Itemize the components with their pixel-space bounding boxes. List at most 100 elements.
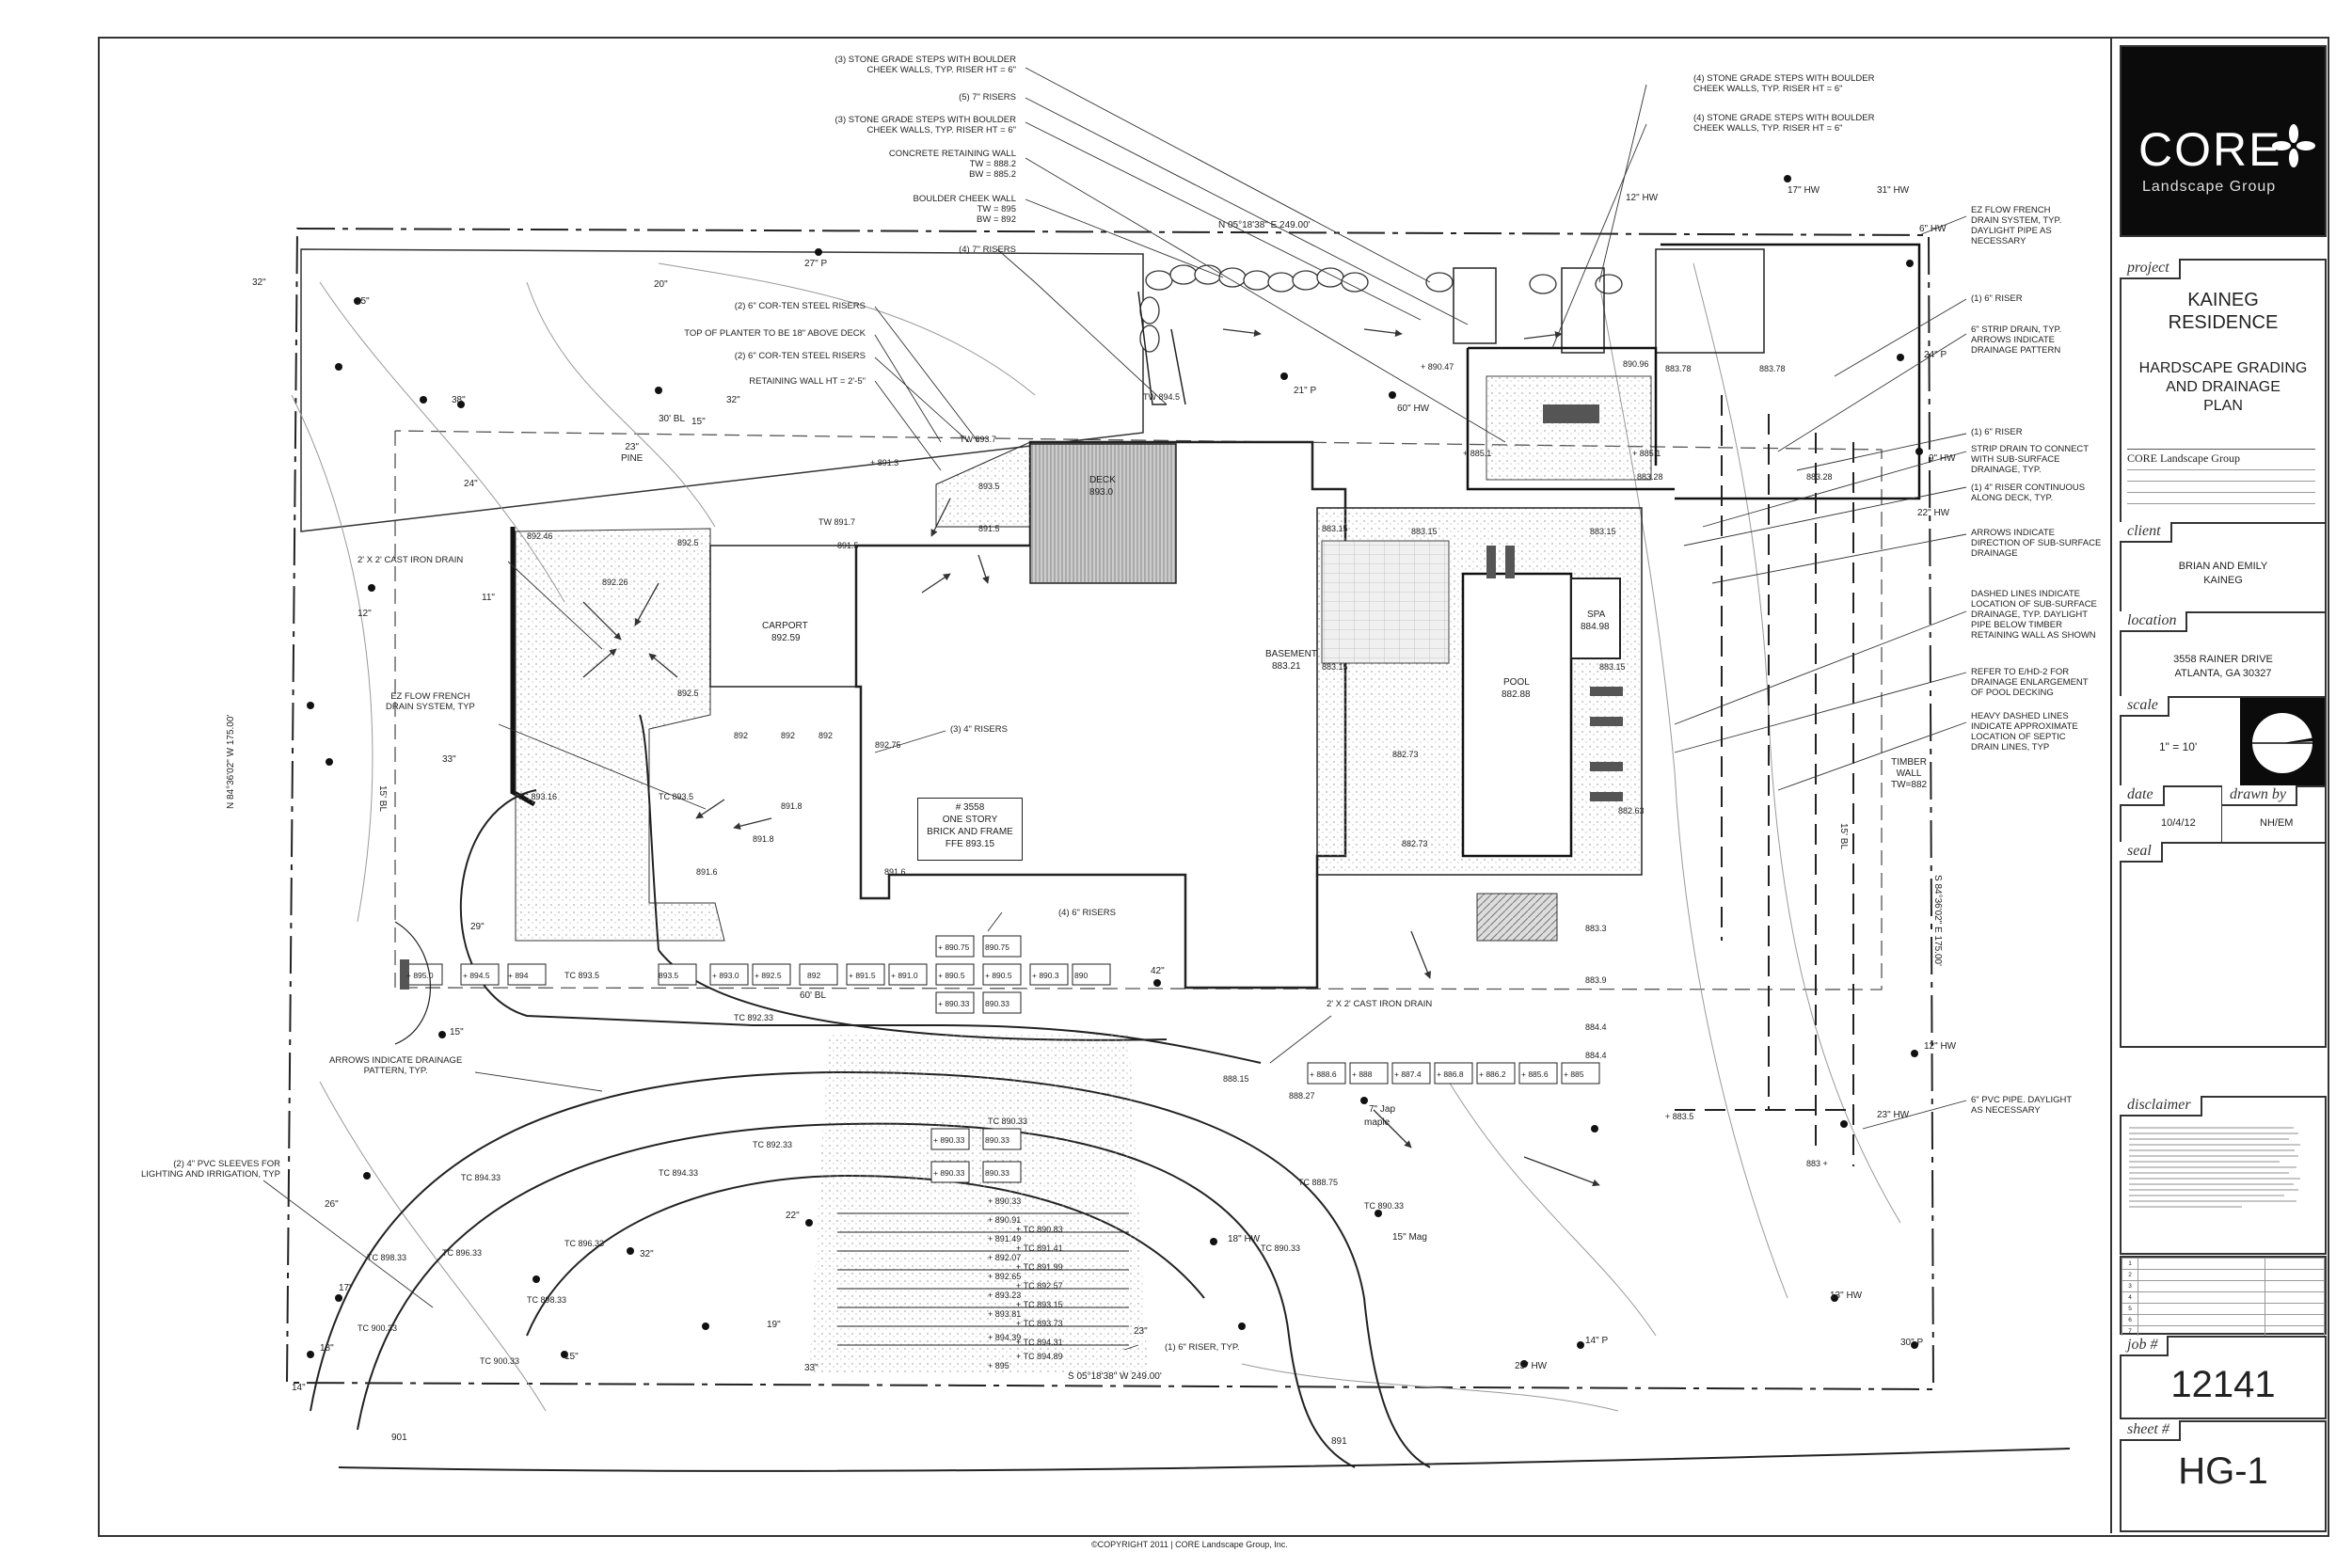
revision-date — [2265, 1303, 2325, 1315]
basement-label: BASEMENT — [1265, 649, 1318, 659]
upper-steps — [1137, 248, 1765, 405]
svg-text:TW 894.5: TW 894.5 — [1143, 392, 1180, 402]
revision-row: 7 — [2122, 1325, 2325, 1338]
svg-text:15" Mag: 15" Mag — [1392, 1232, 1427, 1243]
svg-text:TC 892.33: TC 892.33 — [753, 1140, 792, 1149]
svg-text:892: 892 — [818, 731, 833, 740]
svg-text:+ 893.81: + 893.81 — [988, 1309, 1021, 1319]
svg-text:890.75: 890.75 — [985, 942, 1009, 952]
svg-text:883.3: 883.3 — [1585, 924, 1607, 933]
svg-text:892: 892 — [807, 971, 820, 980]
svg-text:25" HW: 25" HW — [1515, 1361, 1548, 1371]
svg-text:+ 890.91: + 890.91 — [988, 1215, 1021, 1225]
svg-text:15": 15" — [356, 296, 370, 307]
logo-subtitle: Landscape Group — [2142, 179, 2277, 195]
callout-6in-riser-1: (1) 6" RISER — [1971, 293, 2023, 304]
pine-label: 23" PINE — [621, 442, 644, 464]
driveway-paving — [809, 1035, 1148, 1373]
svg-text:883.78: 883.78 — [1665, 364, 1692, 373]
svg-text:24": 24" — [464, 479, 478, 489]
setback-15w: 15' BL — [377, 785, 388, 813]
sheet-panel: sheet # HG-1 — [2120, 1420, 2327, 1532]
client-panel: client BRIAN AND EMILY KAINEG — [2120, 522, 2327, 620]
job-number: 12141 — [2170, 1364, 2276, 1405]
svg-text:882.73: 882.73 — [1402, 839, 1428, 848]
svg-text:+ 891.49: + 891.49 — [988, 1234, 1021, 1243]
svg-text:TC 898.33: TC 898.33 — [367, 1253, 406, 1262]
revision-row: 5 — [2122, 1303, 2325, 1315]
svg-text:+ 890.75: + 890.75 — [938, 942, 970, 952]
svg-text:60" HW: 60" HW — [1397, 404, 1430, 414]
upper-lawn-outline — [300, 248, 1144, 532]
svg-text:+ 890.33: + 890.33 — [933, 1168, 965, 1178]
septic-drain-lines — [1675, 395, 1854, 1166]
svg-text:15": 15" — [564, 1352, 579, 1362]
boulder-wall — [1139, 264, 1623, 353]
plan-title: HARDSCAPE GRADING AND DRAINAGE PLAN — [2138, 360, 2308, 414]
drawn-value: NH/EM — [2260, 817, 2294, 829]
callout-dashed-lines: DASHED LINES INDICATE LOCATION OF SUB-SU… — [1971, 589, 2097, 641]
svg-text:TC 893.5: TC 893.5 — [659, 792, 693, 801]
callout-concrete-wall: CONCRETE RETAINING WALL TW = 888.2 BW = … — [888, 149, 1016, 180]
svg-text:+ 890.3: + 890.3 — [1032, 971, 1059, 980]
svg-text:42": 42" — [1151, 966, 1165, 976]
spa-elevation: 884.98 — [1581, 622, 1610, 632]
svg-text:TC 894.33: TC 894.33 — [659, 1168, 698, 1178]
svg-text:6" HW: 6" HW — [1919, 224, 1947, 234]
svg-text:+ 891.5: + 891.5 — [849, 971, 876, 980]
spa-label: SPA — [1587, 610, 1606, 620]
svg-text:883.15: 883.15 — [1322, 662, 1348, 672]
svg-text:891.5: 891.5 — [837, 541, 859, 550]
svg-text:892.75: 892.75 — [875, 740, 901, 750]
svg-text:892: 892 — [781, 731, 795, 740]
callout-retaining-wall: RETAINING WALL HT = 2'-5" — [749, 376, 866, 387]
scale-value: 1" = 10' — [2159, 740, 2198, 753]
svg-text:892.46: 892.46 — [527, 531, 553, 541]
leader-lines — [262, 67, 1967, 1351]
svg-text:33": 33" — [442, 754, 456, 765]
disclaimer-fine-print — [2129, 1127, 2300, 1208]
svg-text:14": 14" — [292, 1383, 306, 1393]
svg-text:888.15: 888.15 — [1223, 1074, 1249, 1084]
revision-desc — [2137, 1314, 2265, 1326]
date-value: 10/4/12 — [2161, 817, 2196, 829]
svg-text:+ 885: + 885 — [1564, 1069, 1584, 1079]
timber-wall-label: TIMBER WALL TW=882 — [1891, 757, 1928, 790]
svg-text:890.33: 890.33 — [985, 1135, 1009, 1145]
callout-top-right-2: (4) STONE GRADE STEPS WITH BOULDER CHEEK… — [1693, 113, 1875, 134]
setback-60: 60' BL — [800, 990, 827, 1001]
pool-label: POOL — [1503, 677, 1530, 688]
callout-stone-steps-2: (3) STONE GRADE STEPS WITH BOULDER CHEEK… — [834, 115, 1017, 135]
svg-text:883.15: 883.15 — [1599, 662, 1626, 672]
callout-septic-lines: HEAVY DASHED LINES INDICATE APPROXIMATE … — [1971, 711, 2078, 752]
callout-7in-risers-5: (5) 7" RISERS — [959, 92, 1016, 103]
svg-text:883 +: 883 + — [1806, 1159, 1828, 1168]
svg-text:890.33: 890.33 — [985, 999, 1009, 1008]
callout-stone-steps-1: (3) STONE GRADE STEPS WITH BOULDER CHEEK… — [834, 55, 1017, 75]
deck — [1029, 443, 1177, 584]
callout-refer-ehd2: REFER TO E/HD-2 FOR DRAINAGE ENLARGEMENT… — [1971, 667, 2089, 698]
logo-panel: CORE Landscape Group — [2120, 45, 2327, 237]
svg-text:19": 19" — [767, 1320, 781, 1330]
east-bearing: S 84°36'02" E 175.00' — [1932, 875, 1943, 966]
tree-markers — [307, 175, 1923, 1368]
driveway-steps — [837, 1212, 1129, 1346]
svg-text:15": 15" — [450, 1027, 464, 1037]
revision-row: 3 — [2122, 1280, 2325, 1292]
project-name: KAINEG RESIDENCE — [2168, 290, 2279, 333]
north-bearing: N 05°18'38" E 249.00' — [1218, 220, 1311, 230]
callout-4in-riser: (1) 4" RISER CONTINUOUS ALONG DECK, TYP. — [1971, 483, 2086, 503]
west-bearing: N 84°36'02" W 175.00' — [226, 714, 236, 809]
svg-text:+ TC 892.57: + TC 892.57 — [1016, 1281, 1063, 1291]
spa — [1570, 578, 1621, 659]
callout-6in-risers-4: (4) 6" RISERS — [1058, 908, 1116, 918]
svg-text:+ TC 891.99: + TC 891.99 — [1016, 1262, 1063, 1272]
svg-text:+ 887.4: + 887.4 — [1394, 1069, 1422, 1079]
project-tag: project — [2120, 259, 2181, 279]
callout-pvc-daylight: 6" PVC PIPE. DAYLIGHT AS NECESSARY — [1971, 1095, 2073, 1116]
svg-text:884.4: 884.4 — [1585, 1022, 1607, 1032]
revision-date — [2265, 1258, 2325, 1270]
svg-text:24" P: 24" P — [1924, 350, 1947, 360]
svg-text:TC 893.5: TC 893.5 — [564, 971, 599, 980]
